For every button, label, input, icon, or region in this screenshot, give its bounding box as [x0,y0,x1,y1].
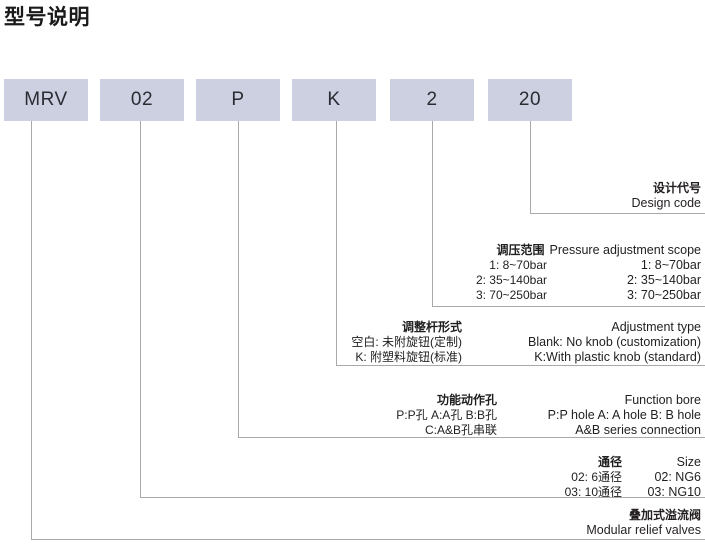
size-title-row: 通径 Size [597,455,701,469]
adjustment-type-title-row: 调整杆形式 Adjustment type [401,320,701,334]
annotation-function-bore: 功能动作孔 Function bore P:P孔 A:A孔 B:B孔 P:P h… [322,393,701,438]
annotation-pressure-scope: 调压范围 Pressure adjustment scope 1: 8~70ba… [397,243,701,303]
adjustment-type-row: K: 附塑料旋钮(标准) K:With plastic knob (standa… [355,350,701,364]
product-en-title: Modular relief valves [586,523,701,537]
code-box-function-bore: P [196,79,280,121]
pressure-scope-title-row: 调压范围 Pressure adjustment scope [496,243,701,257]
adjustment-type-row: 空白: 未附旋钮(定制) Blank: No knob (customizati… [351,335,701,349]
pressure-scope-row: 3: 70~250bar 3: 70~250bar [475,288,701,302]
code-box-series: MRV [4,79,88,121]
page-title: 型号说明 [4,6,90,29]
function-bore-title-row: 功能动作孔 Function bore [436,393,701,407]
code-box-pressure-scope: 2 [390,79,474,121]
pressure-scope-row: 1: 8~70bar 1: 8~70bar [489,258,701,272]
product-cn-title: 叠加式溢流阀 [628,508,701,522]
function-bore-row: P:P孔 A:A孔 B:B孔 P:P hole A: A hole B: B h… [396,408,701,422]
design-code-cn-title: 设计代号 [652,181,701,195]
pressure-scope-row: 2: 35~140bar 2: 35~140bar [475,273,701,287]
code-box-size: 02 [100,79,184,121]
annotation-adjustment-type: 调整杆形式 Adjustment type 空白: 未附旋钮(定制) Blank… [262,320,701,365]
code-box-adjustment-type: K [292,79,376,121]
size-row: 02: 6通径 02: NG6 [571,470,701,484]
annotation-design-code: 设计代号 Design code [632,181,702,211]
function-bore-row: C:A&B孔串联 A&B series connection [424,423,701,437]
size-row: 03: 10通径 03: NG10 [564,485,701,499]
code-box-design-code: 20 [488,79,572,121]
annotation-size: 通径 Size 02: 6通径 02: NG6 03: 10通径 03: NG1… [527,455,701,500]
annotation-product: 叠加式溢流阀 Modular relief valves [586,508,701,538]
design-code-en-title: Design code [631,196,702,210]
